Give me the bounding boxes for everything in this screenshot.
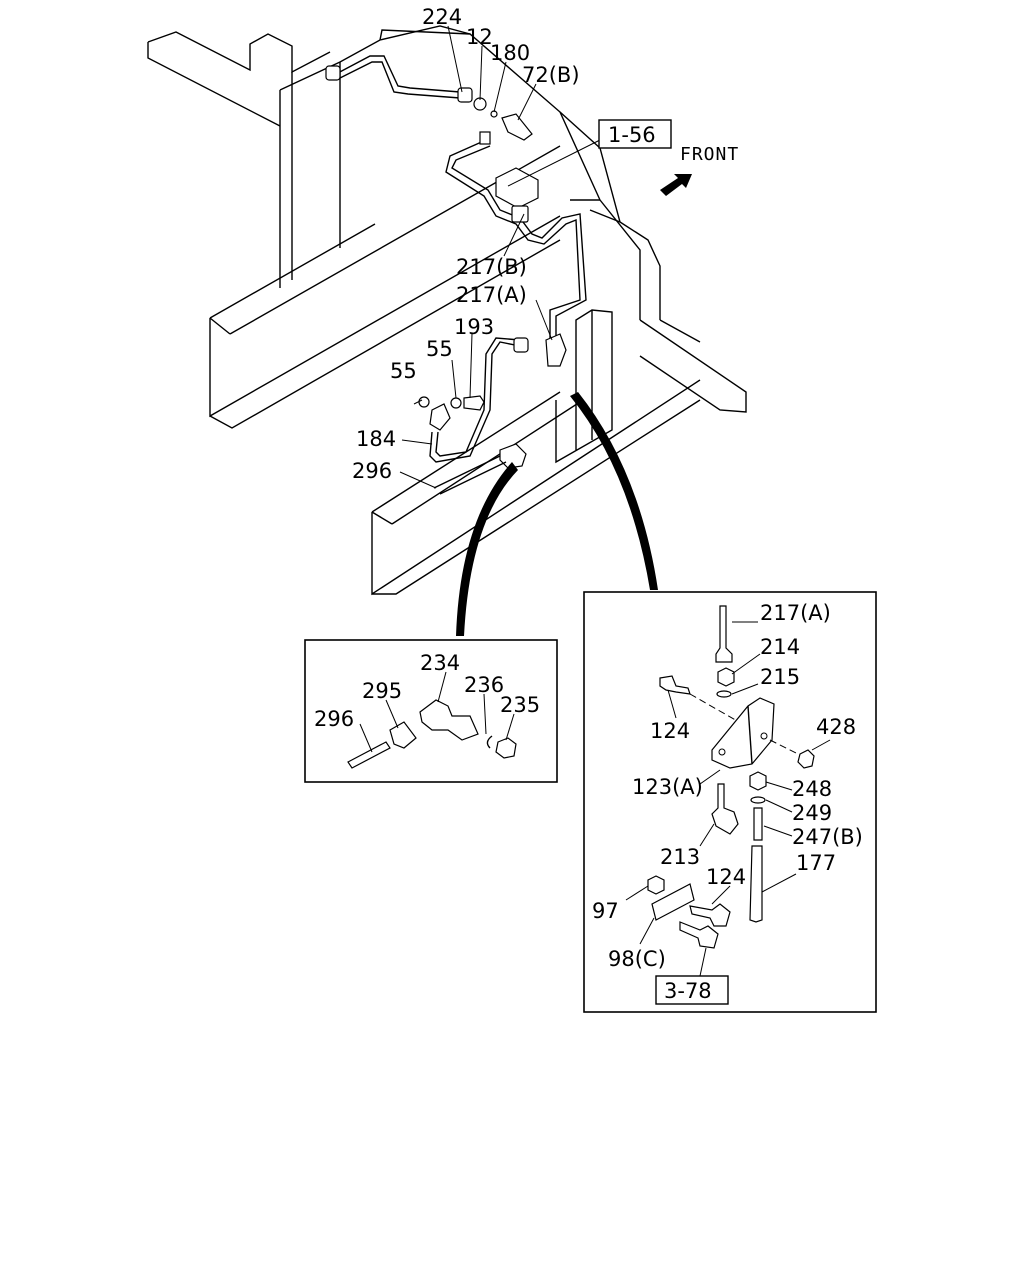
detail-box-fittings: 234 295 236 296 235 [304, 639, 558, 783]
label-d2-428: 428 [816, 715, 856, 739]
label-d2-123a: 123(A) [632, 775, 703, 799]
valve-1-56 [495, 167, 539, 209]
label-72b: 72(B) [522, 63, 580, 87]
label-184: 184 [356, 427, 396, 451]
label-d2-215: 215 [760, 665, 800, 689]
tee-234-detail [419, 699, 479, 741]
nut-235 [495, 737, 517, 759]
fitting-295 [389, 721, 417, 749]
hose-177 [749, 845, 763, 923]
ref-3-78: 3-78 [664, 979, 712, 1003]
ref-box-1-56 [598, 119, 672, 149]
label-180: 180 [490, 41, 530, 65]
label-d2-98c: 98(C) [608, 947, 666, 971]
label-12: 12 [466, 25, 493, 49]
label-d2-97: 97 [592, 899, 619, 923]
label-d2-124-lower: 124 [706, 865, 746, 889]
label-d2-249: 249 [792, 801, 832, 825]
label-d2-213: 213 [660, 845, 700, 869]
bracket-123a [711, 697, 775, 769]
connector-72b [501, 113, 533, 141]
label-55-lower: 55 [390, 359, 417, 383]
detail-box-bracket: 217(A) 214 215 124 428 123(A) 248 249 24… [583, 591, 877, 1013]
label-d2-177: 177 [796, 851, 836, 875]
bolt-193 [463, 395, 485, 411]
eye-fitting-184 [429, 403, 451, 431]
ref-1-56: 1-56 [608, 123, 656, 147]
bolt-124-lower-b [679, 921, 719, 949]
pipe-nut-224 [457, 87, 473, 103]
main-view-parts [325, 65, 567, 495]
nut-248 [749, 771, 767, 791]
label-d2-217a: 217(A) [760, 601, 831, 625]
main-view-labels: 224 12 180 72(B) 1-56 FRONT 217(B) 217(A… [352, 5, 739, 483]
leader-lines-main [399, 25, 601, 489]
label-d1-295: 295 [362, 679, 402, 703]
nut-428 [797, 749, 815, 769]
nut-97 [647, 875, 665, 895]
label-d1-236: 236 [464, 673, 504, 697]
callout-to-detail-2 [570, 392, 658, 590]
callout-to-detail-1 [456, 462, 518, 636]
chassis-frame [147, 25, 747, 596]
fitting-213 [711, 783, 739, 835]
label-224: 224 [422, 5, 462, 29]
clip-236 [486, 735, 493, 749]
label-d2-248: 248 [792, 777, 832, 801]
label-d1-235: 235 [500, 693, 540, 717]
union-fitting [479, 131, 491, 145]
hose-nut-193 [513, 337, 529, 353]
washer-55-right [450, 397, 462, 409]
label-front: FRONT [680, 144, 739, 165]
label-296: 296 [352, 459, 392, 483]
label-193: 193 [454, 315, 494, 339]
label-217a: 217(A) [456, 283, 527, 307]
ref-box-3-78 [655, 975, 729, 1005]
connector-247b [753, 807, 763, 841]
label-d2-124-upper: 124 [650, 719, 690, 743]
washer-55-left [418, 396, 430, 408]
label-217b: 217(B) [456, 255, 527, 279]
label-d1-296: 296 [314, 707, 354, 731]
pipe-217a [715, 605, 733, 663]
label-d2-247b: 247(B) [792, 825, 863, 849]
label-d2-214: 214 [760, 635, 800, 659]
valve-fitting [511, 205, 529, 223]
nut-214 [717, 667, 735, 687]
washer-249 [750, 796, 766, 804]
rod-296 [347, 741, 391, 769]
label-55-upper: 55 [426, 337, 453, 361]
washer-215 [716, 690, 732, 698]
brake-pipes [335, 55, 587, 463]
plate-98c [651, 883, 695, 921]
label-d1-234: 234 [420, 651, 460, 675]
bolt-124-lower-a [689, 903, 731, 927]
tee-234 [499, 443, 527, 469]
pipe-nut-left [325, 65, 341, 81]
front-arrow-icon [660, 174, 692, 196]
clip-217a [545, 333, 567, 367]
